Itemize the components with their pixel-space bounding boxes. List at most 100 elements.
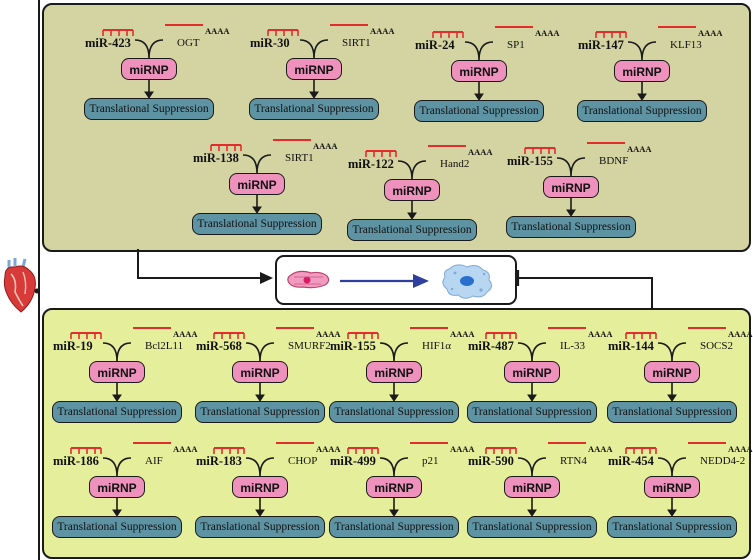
binding-curve [379, 457, 409, 477]
polya-tail-label: AAAA [370, 26, 395, 36]
target-gene-label: NEDD4-2 [700, 455, 746, 467]
mirnp-complex: miRNP [366, 476, 422, 498]
mirna-label: miR-183 [196, 454, 242, 468]
binding-curve [245, 457, 275, 477]
cell-transition-graphic [287, 264, 493, 299]
mirnp-complex: miRNP [366, 361, 422, 383]
mirna-label: miR-454 [608, 454, 654, 468]
polya-tail-label: AAAA [728, 444, 753, 454]
suppression-arrowhead [309, 91, 319, 99]
mirna-label: miR-138 [193, 151, 239, 165]
mirna-strand [213, 447, 245, 454]
mirna-label: miR-19 [53, 339, 93, 353]
mirna-strand [365, 150, 397, 157]
target-gene-label: RTN4 [560, 455, 587, 467]
target-gene-label: Bcl2L11 [145, 340, 184, 352]
mirnp-complex: miRNP [89, 476, 145, 498]
polya-tail-label: AAAA [588, 329, 613, 339]
binding-curve [379, 342, 409, 362]
mirnp-complex: miRNP [504, 476, 560, 498]
target-gene-label: CHOP [288, 455, 318, 467]
translational-suppression-box: Translational Suppression [195, 516, 325, 538]
polya-tail-label: AAAA [627, 144, 652, 154]
suppression-arrowhead [389, 394, 399, 402]
target-gene-label: HIF1α [422, 340, 451, 352]
binding-curve [556, 157, 586, 177]
mirna-strand [625, 447, 657, 454]
target-gene-label: OGT [177, 37, 200, 49]
mirnp-complex: miRNP [614, 60, 670, 82]
polya-tail-label: AAAA [468, 147, 493, 157]
cardiomyocyte-icon [287, 270, 330, 289]
mirna-label: miR-590 [468, 454, 514, 468]
translational-suppression-box: Translational Suppression [467, 516, 597, 538]
mirnp-complex: miRNP [232, 476, 288, 498]
mirna-strand [210, 144, 242, 151]
binding-curve [627, 41, 657, 61]
translational-suppression-box: Translational Suppression [347, 219, 477, 241]
binding-curve [299, 39, 329, 59]
mirna-label: miR-487 [468, 339, 514, 353]
target-gene-label: SOCS2 [700, 340, 734, 352]
translational-suppression-box: Translational Suppression [52, 401, 182, 423]
suppression-arrowhead [112, 394, 122, 402]
translational-suppression-box: Translational Suppression [506, 216, 636, 238]
suppression-arrowhead [144, 91, 154, 99]
mirnp-complex: miRNP [229, 173, 285, 195]
target-gene-label: AIF [145, 455, 163, 467]
mirna-strand [485, 447, 517, 454]
translational-suppression-box: Translational Suppression [467, 401, 597, 423]
suppression-arrowhead [252, 206, 262, 214]
binding-curve [134, 39, 164, 59]
mirnp-complex: miRNP [644, 476, 700, 498]
binding-curve [464, 41, 494, 61]
polya-tail-label: AAAA [173, 329, 198, 339]
mirna-label: miR-24 [415, 38, 455, 52]
polya-tail-label: AAAA [316, 329, 341, 339]
binding-curve [102, 457, 132, 477]
binding-curve [397, 160, 427, 180]
suppression-arrowhead [527, 509, 537, 517]
mirnp-complex: miRNP [89, 361, 145, 383]
suppression-arrowhead [255, 394, 265, 402]
left-border-line [38, 0, 40, 560]
heart-icon [3, 258, 40, 313]
mirna-strand [485, 332, 517, 339]
binding-curve [517, 457, 547, 477]
mirna-label: miR-30 [250, 36, 290, 50]
translational-suppression-box: Translational Suppression [192, 213, 322, 235]
suppression-arrowhead [667, 394, 677, 402]
translational-suppression-box: Translational Suppression [607, 401, 737, 423]
mirna-strand [102, 29, 134, 36]
mirnp-complex: miRNP [286, 58, 342, 80]
mirna-label: miR-122 [348, 157, 394, 171]
suppression-arrowhead [255, 509, 265, 517]
target-gene-label: KLF13 [670, 39, 702, 51]
suppression-arrowhead [389, 509, 399, 517]
transition-arrow [340, 274, 429, 288]
binding-curve [102, 342, 132, 362]
polya-tail-label: AAAA [313, 141, 338, 151]
target-gene-label: IL-33 [560, 340, 586, 352]
polya-tail-label: AAAA [698, 28, 723, 38]
mirnp-complex: miRNP [451, 60, 507, 82]
polya-tail-label: AAAA [316, 444, 341, 454]
polya-tail-label: AAAA [588, 444, 613, 454]
mirna-strand [595, 31, 627, 38]
translational-suppression-box: Translational Suppression [52, 516, 182, 538]
translational-suppression-box: Translational Suppression [249, 98, 379, 120]
translational-suppression-box: Translational Suppression [329, 401, 459, 423]
suppression-arrowhead [637, 93, 647, 101]
binding-curve [517, 342, 547, 362]
polya-tail-label: AAAA [173, 444, 198, 454]
